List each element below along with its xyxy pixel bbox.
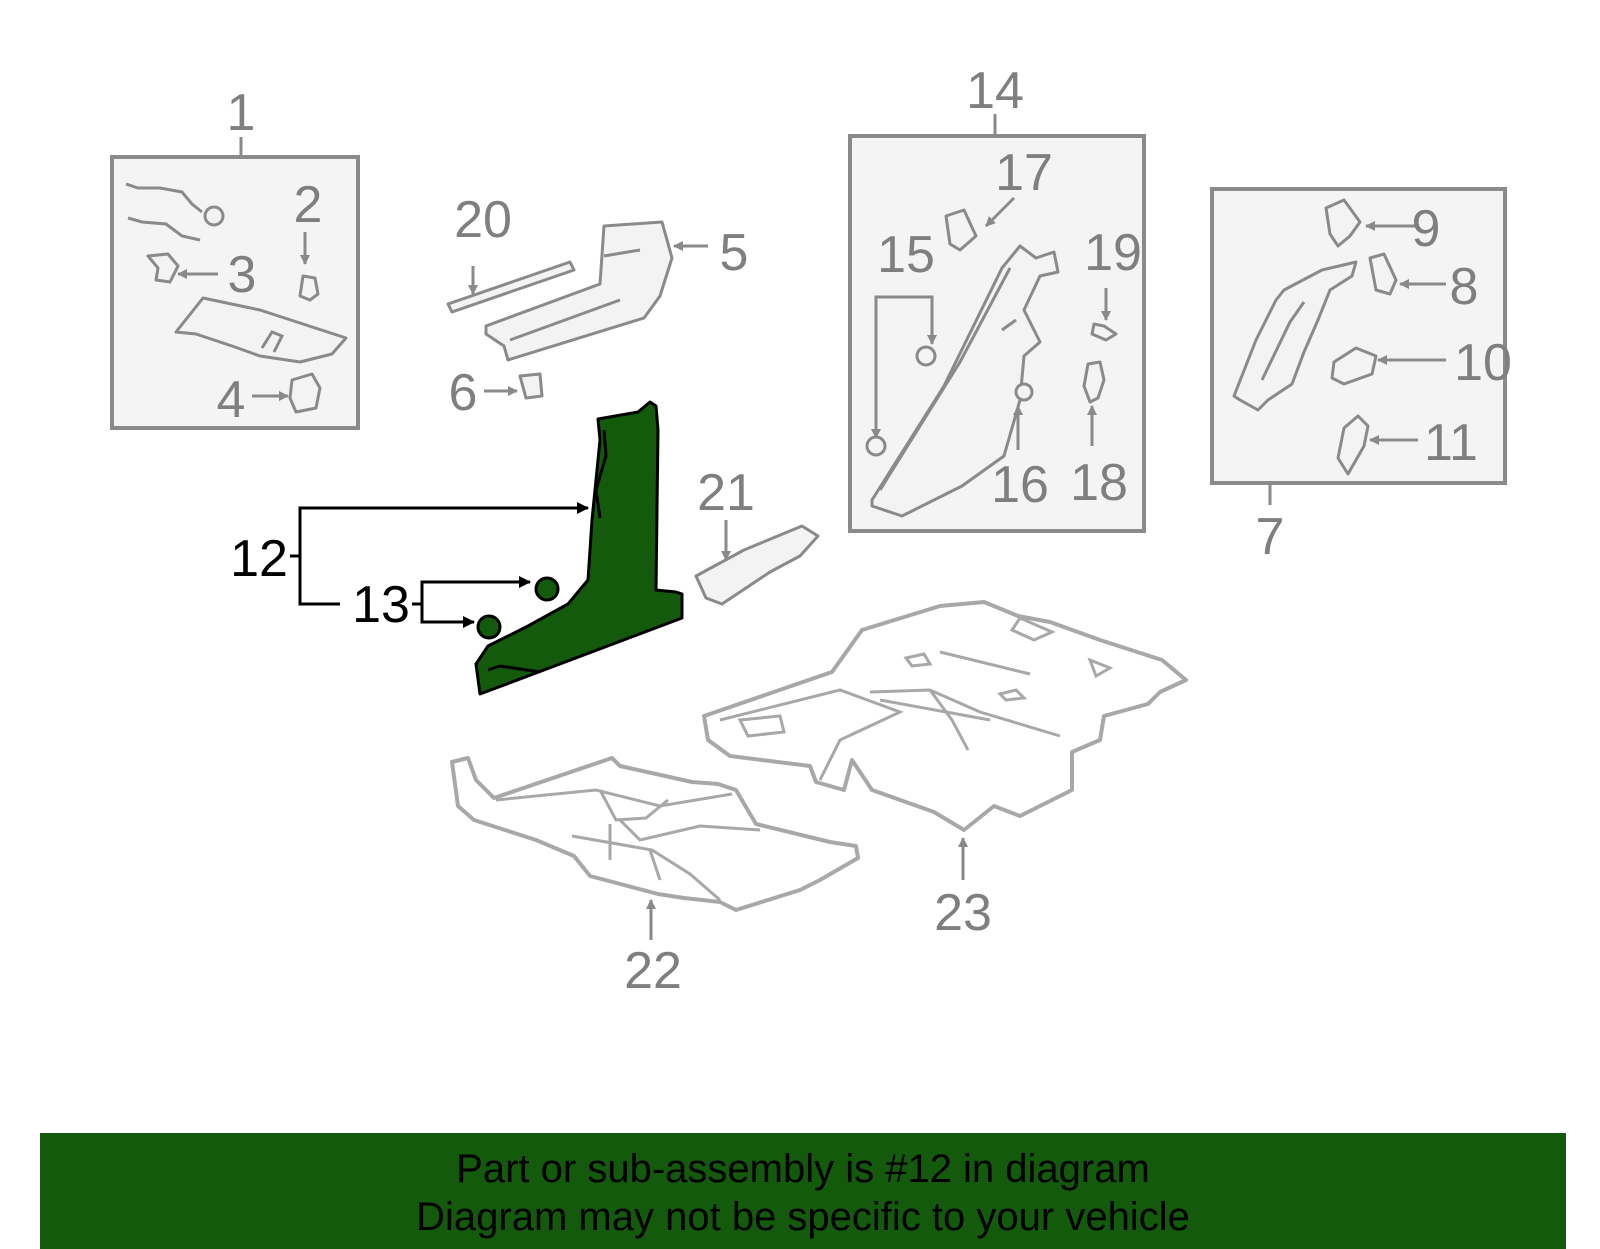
label-21: 21 (697, 464, 755, 522)
banner-line-2: Diagram may not be specific to your vehi… (416, 1195, 1190, 1239)
group-1: 1 2 3 4 (110, 84, 360, 430)
group-14: 14 17 15 19 16 18 (848, 62, 1146, 533)
label-15: 15 (877, 226, 935, 284)
clip-6-shape (518, 372, 544, 400)
floor-carpet-23: 23 (702, 600, 1188, 942)
clip-17-shape (944, 208, 978, 252)
label-1: 1 (227, 84, 256, 142)
label-16: 16 (991, 456, 1049, 514)
pillar-trim-12-shape (474, 400, 684, 696)
sill-strip-20-shape (446, 260, 576, 314)
bolt-8-shape (1368, 252, 1398, 296)
label-12: 12 (230, 530, 288, 588)
label-20: 20 (454, 191, 512, 249)
fastener-13b (476, 614, 502, 640)
carpet-22-shape (450, 756, 860, 912)
part-21: 21 (694, 464, 820, 606)
label-14: 14 (966, 62, 1024, 120)
bracket-21-shape (694, 524, 820, 606)
floor-carpet-22: 22 (450, 756, 860, 1000)
label-2: 2 (294, 176, 323, 234)
highlighted-part-12: 12 13 (230, 400, 684, 696)
pillar-trim-14-shape (870, 244, 1060, 518)
label-19: 19 (1084, 224, 1142, 282)
label-22: 22 (624, 942, 682, 1000)
label-6: 6 (449, 364, 478, 422)
label-9: 9 (1412, 200, 1441, 258)
scuff-plate-5-shape (484, 220, 674, 362)
label-23: 23 (934, 884, 992, 942)
group-7: 9 8 10 11 7 (1210, 187, 1512, 566)
fastener-2-shape (298, 274, 320, 302)
label-10: 10 (1454, 334, 1512, 392)
label-13: 13 (352, 576, 410, 634)
label-18: 18 (1070, 454, 1128, 512)
clip-19-shape (1090, 322, 1118, 342)
fastener-13a (534, 576, 560, 602)
label-11: 11 (1424, 414, 1478, 472)
label-17: 17 (995, 144, 1053, 202)
label-4: 4 (217, 371, 246, 429)
clip-10-shape (1330, 346, 1378, 386)
label-3: 3 (228, 246, 257, 304)
clip-3-shape (146, 252, 180, 284)
info-banner: Part or sub-assembly is #12 in diagram D… (40, 1133, 1566, 1249)
label-7: 7 (1256, 508, 1285, 566)
label-5: 5 (720, 224, 749, 282)
clip-11-shape (1336, 414, 1370, 476)
banner-line-1: Part or sub-assembly is #12 in diagram (456, 1147, 1150, 1191)
label-8: 8 (1450, 258, 1479, 316)
clip-9-shape (1324, 198, 1362, 248)
trim-panel-shape (174, 296, 348, 364)
clip-4-shape (288, 372, 322, 414)
clip-18-shape (1082, 360, 1106, 404)
sill-parts: 20 5 6 (446, 191, 749, 422)
